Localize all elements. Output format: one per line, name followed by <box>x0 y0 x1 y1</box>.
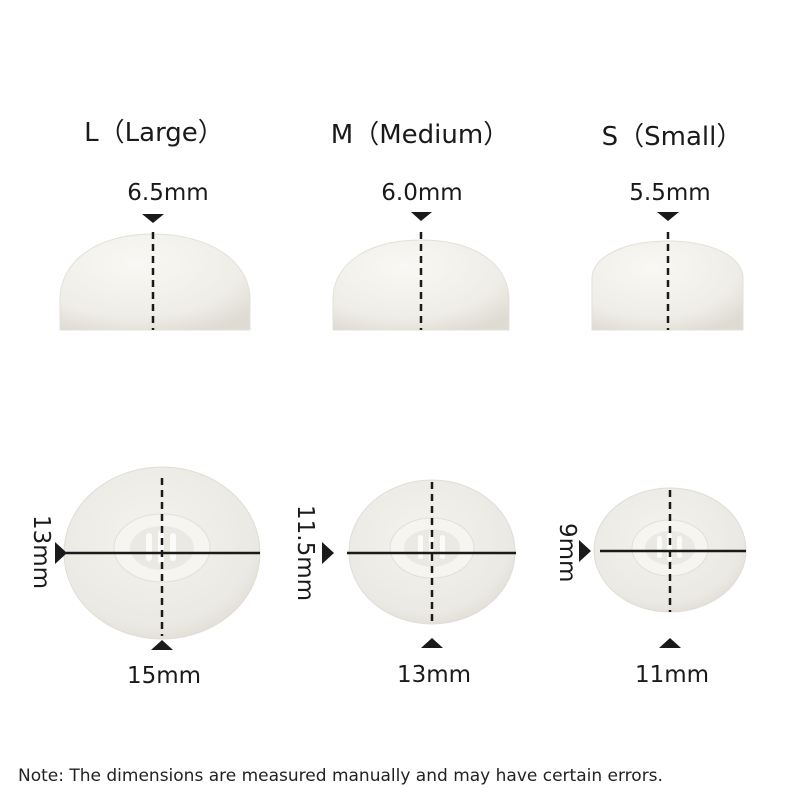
inner-label-medium: 11.5mm <box>292 505 318 602</box>
size-title-large: L（Large） <box>84 118 224 148</box>
size-title-small: S（Small） <box>601 122 743 152</box>
diameter-label-large: 15mm <box>126 663 202 689</box>
eartip-top-medium <box>322 479 516 648</box>
height-label-large: 6.5mm <box>127 180 209 206</box>
eartip-side-small <box>591 212 744 331</box>
size-title-medium: M（Medium） <box>330 120 510 150</box>
inner-label-large: 13mm <box>28 515 54 590</box>
height-label-medium: 6.0mm <box>381 180 463 206</box>
diameter-label-small: 11mm <box>634 662 710 688</box>
diameter-label-medium: 13mm <box>396 662 472 688</box>
eartip-side-medium <box>332 212 510 331</box>
eartip-top-large <box>55 466 261 650</box>
eartip-top-small <box>579 487 747 648</box>
height-label-small: 5.5mm <box>629 180 711 206</box>
measurement-note: Note: The dimensions are measured manual… <box>18 766 663 786</box>
inner-label-small: 9mm <box>554 523 580 583</box>
eartip-side-large <box>59 214 251 331</box>
